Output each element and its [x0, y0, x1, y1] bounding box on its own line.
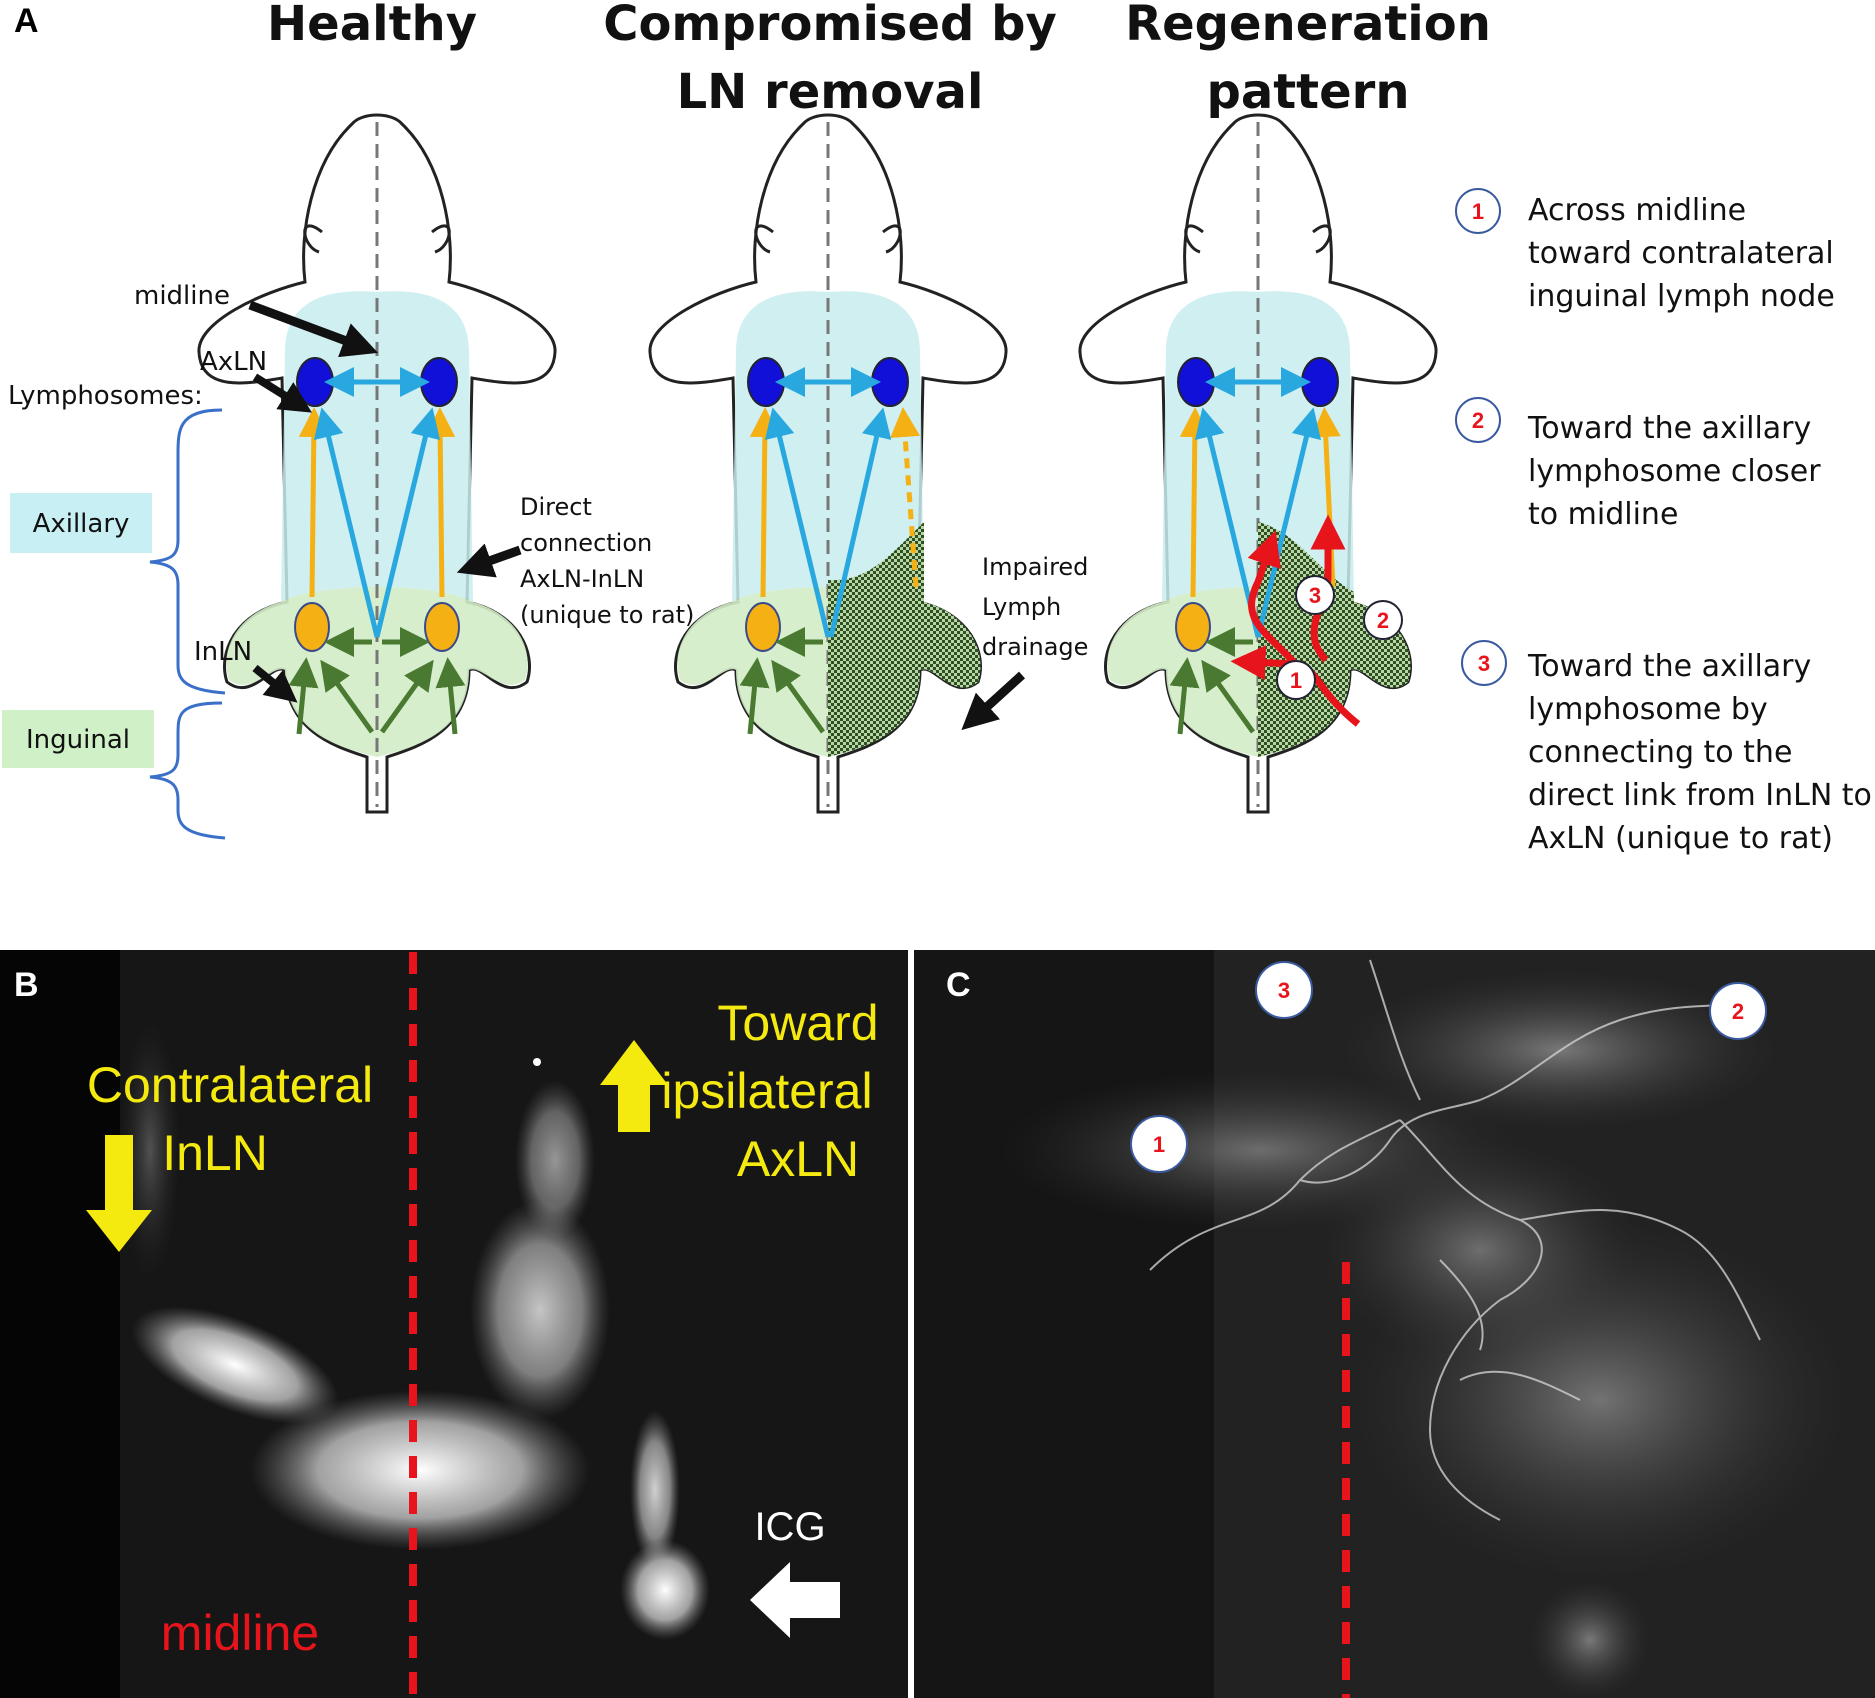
arrow-left-white — [750, 1562, 840, 1638]
legend-1-line-1: Across midline — [1528, 193, 1746, 228]
label-direct-4: (unique to rat) — [520, 601, 694, 629]
svg-text:2: 2 — [1377, 608, 1389, 633]
label-midline: midline — [134, 281, 230, 311]
inguinal-label-box — [2, 710, 154, 768]
axillary-bracket — [149, 408, 226, 695]
label-contralateral-1: Contralateral — [87, 1057, 373, 1113]
midline-pointer-arrow — [248, 300, 379, 358]
svg-text:3: 3 — [1309, 583, 1321, 608]
legend-num-3: 3 — [1478, 651, 1490, 676]
legend-2-line-2: lymphosome closer — [1528, 454, 1821, 489]
svg-text:1: 1 — [1290, 668, 1302, 693]
marker-1 — [1130, 1115, 1188, 1173]
legend-1-line-2: toward contralateral — [1528, 236, 1834, 271]
panel-b: B Contralateral InLN Toward ipsilateral … — [0, 950, 908, 1698]
rat-regeneration: 1 2 3 — [1078, 113, 1438, 814]
legend-3-line-3: connecting to the — [1528, 735, 1792, 770]
heading-healthy: Healthy — [267, 0, 477, 52]
label-toward-1: Toward — [717, 995, 878, 1051]
panel-b-letter: B — [14, 966, 39, 1004]
marker-2 — [1709, 982, 1767, 1040]
marker-2-label: 2 — [1732, 999, 1744, 1024]
label-inln: InLN — [194, 637, 252, 667]
marker-3-label: 3 — [1278, 978, 1290, 1003]
legend-3-line-2: lymphosome by — [1528, 692, 1768, 727]
legend-3-line-5: AxLN (unique to rat) — [1528, 821, 1833, 856]
label-lymphosomes: Lymphosomes: — [8, 381, 203, 411]
direct-pointer-arrow — [456, 543, 522, 578]
arrow-down-yellow — [86, 1135, 152, 1252]
legend-item-2: 2 Toward the axillary lymphosome closer … — [1455, 397, 1821, 532]
legend-num-2: 2 — [1472, 408, 1484, 433]
legend-3-line-4: direct link from InLN to — [1528, 778, 1872, 813]
legend-num-1: 1 — [1472, 199, 1484, 224]
legend-1-line-3: inguinal lymph node — [1528, 279, 1835, 314]
panel-c-letter: C — [946, 966, 971, 1004]
legend: 1 Across midline toward contralateral in… — [1455, 188, 1872, 856]
impaired-pointer-arrow — [961, 671, 1026, 731]
label-direct-1: Direct — [520, 493, 592, 521]
inguinal-bracket — [149, 701, 226, 840]
panel-c: C 1 2 3 — [914, 950, 1875, 1698]
label-inguinal: Inguinal — [26, 725, 130, 755]
heading-regeneration-1: Regeneration — [1125, 0, 1491, 52]
label-impaired-3: drainage — [982, 633, 1088, 661]
inln-pointer-arrow — [252, 664, 298, 703]
label-icg: ICG — [754, 1505, 825, 1549]
heading-regeneration-2: pattern — [1206, 64, 1409, 120]
legend-2-line-3: to midline — [1528, 497, 1678, 532]
label-impaired-1: Impaired — [982, 553, 1088, 581]
label-midline-b: midline — [161, 1605, 319, 1661]
axillary-label-box — [10, 493, 152, 553]
label-contralateral-2: InLN — [162, 1125, 268, 1181]
heading-compromised-1: Compromised by — [603, 0, 1057, 52]
label-toward-3: AxLN — [737, 1131, 859, 1187]
label-axillary: Axillary — [33, 509, 130, 539]
label-toward-2: ipsilateral — [661, 1063, 872, 1119]
panel-a: A Healthy Compromised by LN removal Rege… — [2, 0, 1872, 856]
legend-2-line-1: Toward the axillary — [1527, 411, 1811, 446]
label-impaired-2: Lymph — [982, 593, 1061, 621]
legend-item-3: 3 Toward the axillary lymphosome by conn… — [1461, 640, 1872, 856]
arrow-up-yellow — [600, 1040, 668, 1132]
axln-pointer-arrow — [252, 373, 312, 413]
label-direct-2: connection — [520, 529, 652, 557]
marker-1-label: 1 — [1153, 1132, 1165, 1157]
heading-compromised-2: LN removal — [677, 64, 984, 120]
rat-compromised — [648, 113, 1008, 814]
legend-3-line-1: Toward the axillary — [1527, 649, 1811, 684]
marker-3 — [1255, 961, 1313, 1019]
legend-item-1: 1 Across midline toward contralateral in… — [1455, 188, 1835, 314]
label-direct-3: AxLN-InLN — [520, 565, 644, 593]
rat-healthy — [197, 113, 557, 814]
panel-a-letter: A — [14, 2, 39, 40]
label-axln: AxLN — [200, 347, 267, 377]
